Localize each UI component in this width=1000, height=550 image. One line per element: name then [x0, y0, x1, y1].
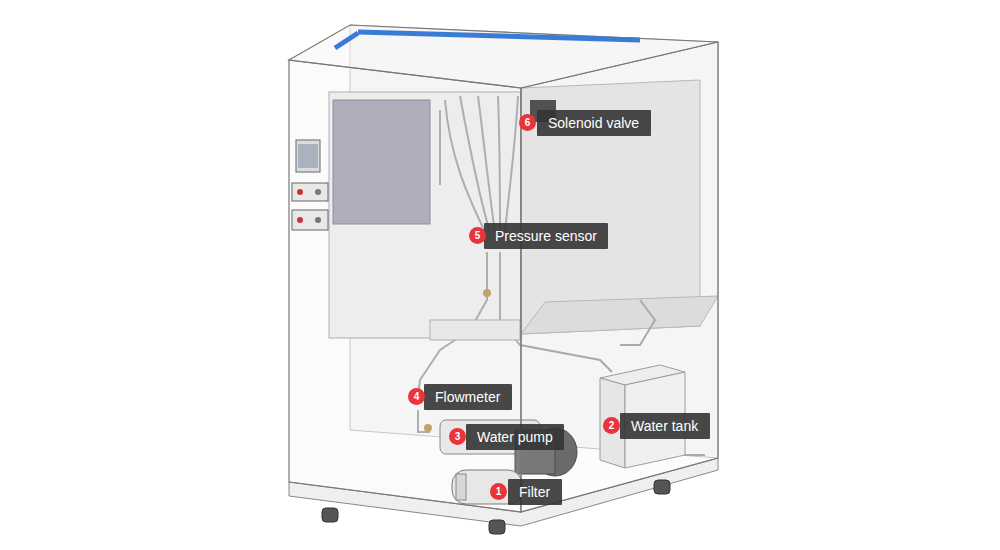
callout-number-text: 5	[475, 230, 481, 241]
callout-number: 6	[519, 114, 536, 131]
part-name: Water tank	[631, 418, 698, 434]
part-name: Filter	[519, 484, 550, 500]
callout-number: 2	[603, 417, 620, 434]
callout-number-text: 6	[525, 117, 531, 128]
callout-number-text: 3	[455, 431, 461, 442]
callout-number: 3	[449, 428, 466, 445]
callout-number: 5	[469, 227, 486, 244]
callout-label: Solenoid valve	[537, 110, 651, 136]
part-name: Pressure sensor	[495, 228, 597, 244]
part-name: Solenoid valve	[548, 115, 639, 131]
callout-label: Water pump	[466, 424, 564, 450]
callout-label: Flowmeter	[424, 384, 512, 410]
callout-number-text: 4	[414, 391, 420, 402]
callout-number-text: 1	[496, 486, 502, 497]
callout-number-text: 2	[609, 420, 615, 431]
part-name: Water pump	[477, 429, 553, 445]
callout-number: 4	[408, 388, 425, 405]
callout-number: 1	[490, 483, 507, 500]
callout-label: Water tank	[620, 413, 710, 439]
part-name: Flowmeter	[435, 389, 500, 405]
callout-label: Filter	[508, 479, 562, 505]
callout-label: Pressure sensor	[484, 223, 608, 249]
